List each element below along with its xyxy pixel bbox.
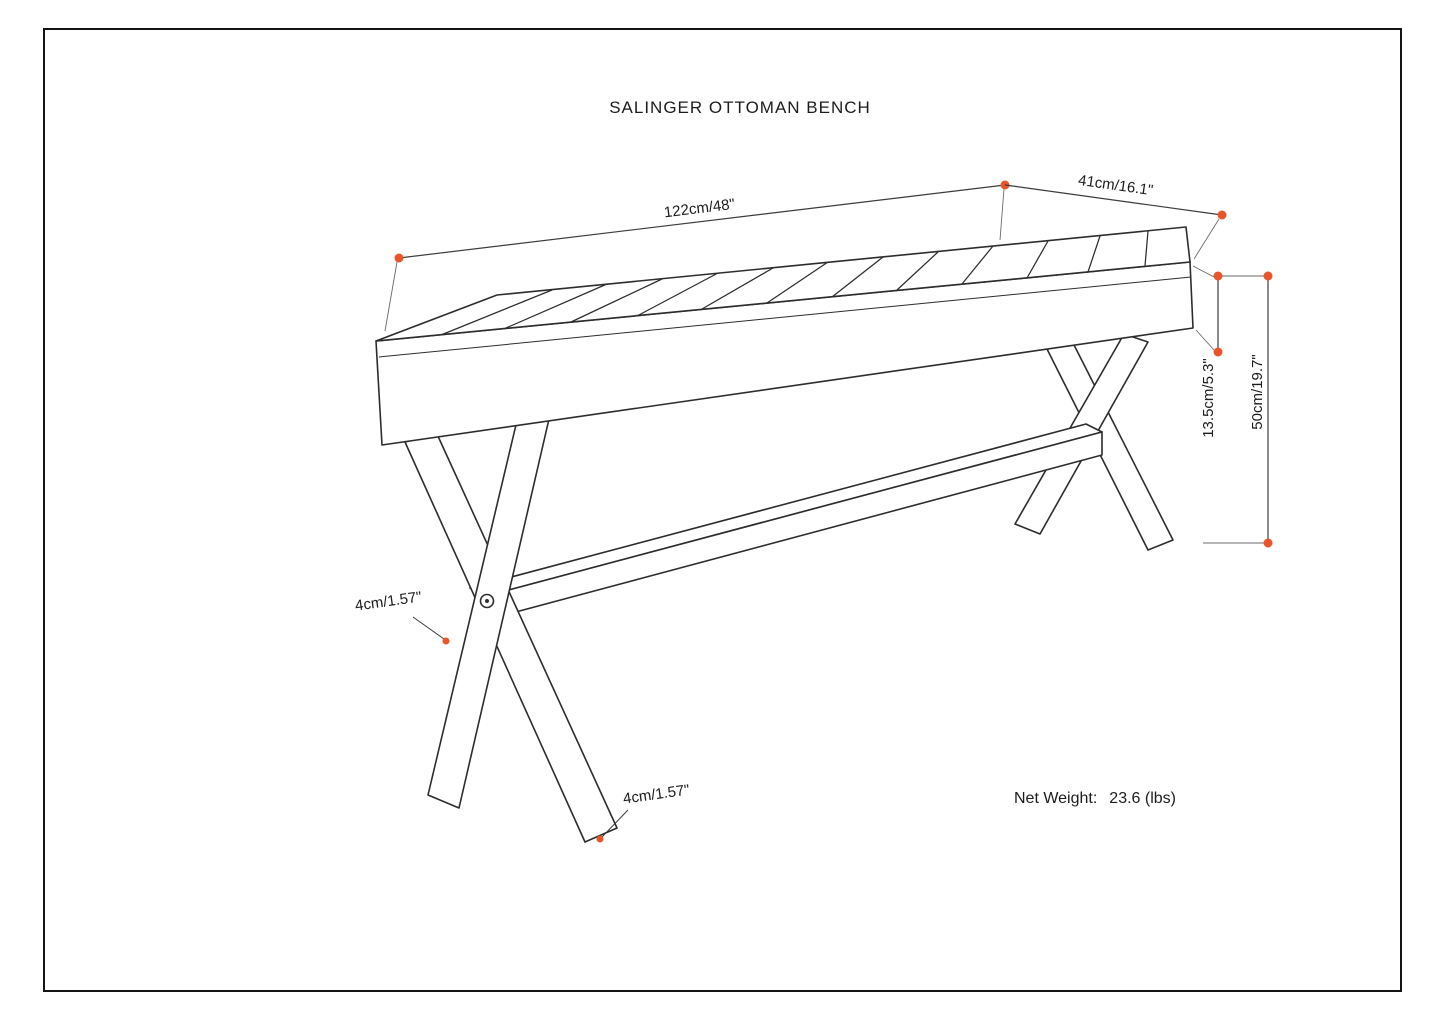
cushion-piping-line	[378, 276, 1192, 358]
diagram-title: SALINGER OTTOMAN BENCH	[609, 98, 871, 117]
leader-line	[412, 616, 445, 640]
channel-stripe-line	[896, 251, 939, 291]
extension-line	[999, 188, 1005, 241]
channel-stripe-line	[1087, 235, 1101, 273]
cushion-channel-stripes	[440, 230, 1149, 336]
dimension-dot	[1263, 538, 1273, 548]
channel-stripe-line	[440, 289, 553, 336]
dim-seat-thickness: 13.5cm/5.3"	[1192, 265, 1223, 438]
extension-line	[1192, 265, 1215, 278]
page-border	[43, 28, 1402, 992]
dimension-dot	[1213, 347, 1223, 357]
dimension-dot	[1213, 271, 1223, 281]
channel-stripe-line	[831, 256, 884, 298]
extension-line	[384, 261, 398, 332]
channel-stripe-line	[1026, 240, 1049, 279]
dimension-dot	[442, 637, 450, 645]
net-weight-label: Net Weight:	[1014, 790, 1097, 807]
net-weight: Net Weight: 23.6 (lbs)	[1014, 790, 1176, 807]
channel-stripe-line	[961, 245, 994, 285]
dimension-dot	[596, 835, 604, 843]
dimension-line	[1004, 184, 1223, 216]
dim-overall-height-label: 50cm/19.7"	[1249, 354, 1266, 429]
extension-line	[1195, 329, 1215, 351]
extension-line	[1193, 218, 1220, 260]
channel-stripe-line	[570, 278, 663, 323]
channel-stripe-line	[505, 283, 608, 329]
cushion-top-face	[375, 226, 1191, 342]
dimension-dot	[394, 253, 404, 263]
bench-cushion	[375, 226, 1194, 446]
dimension-dot	[1217, 210, 1227, 220]
channel-stripe-line	[701, 267, 774, 310]
dimension-line	[398, 184, 1006, 259]
bolt-center-icon	[485, 599, 489, 603]
dimension-dot	[1263, 271, 1273, 281]
dim-overall-height: 50cm/19.7"	[1203, 271, 1273, 548]
net-weight-value: 23.6 (lbs)	[1109, 790, 1176, 807]
channel-stripe-line	[636, 272, 719, 317]
leader-line	[601, 809, 629, 838]
channel-stripe-line	[1144, 230, 1149, 267]
dim-seat-thickness-label: 13.5cm/5.3"	[1200, 358, 1217, 438]
channel-stripe-line	[766, 261, 829, 304]
